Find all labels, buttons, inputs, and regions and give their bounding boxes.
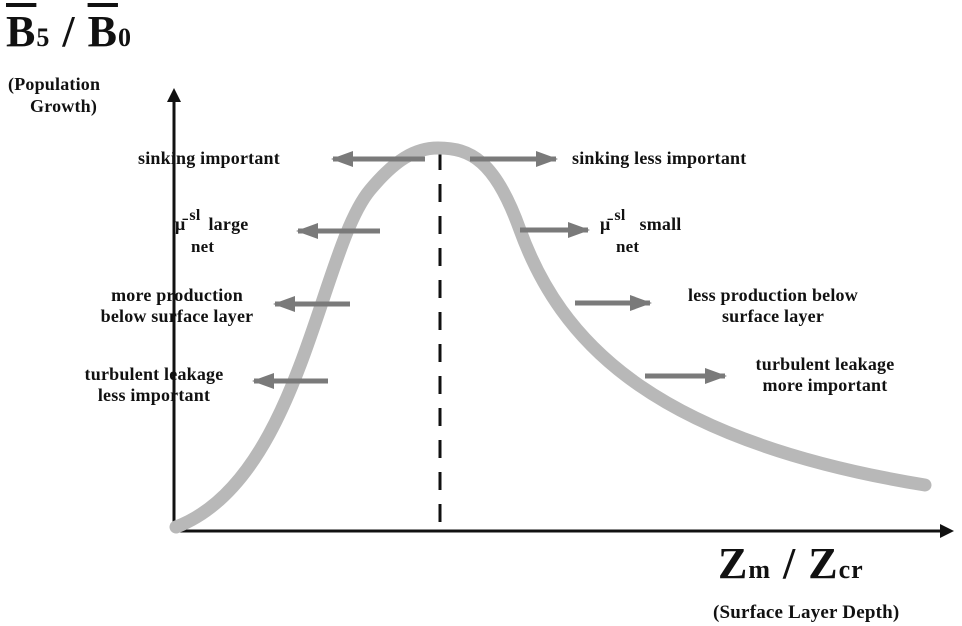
mu-word-large: large	[208, 214, 249, 234]
x-symbol-z-cr: Z	[808, 539, 839, 588]
x-symbol-separator: /	[771, 539, 809, 588]
mu-bar-symbol-right: μ̄	[600, 214, 611, 234]
growth-curve	[169, 141, 932, 534]
y-axis-label-line1: (Population	[8, 74, 101, 94]
label-more-production: more production below surface layer	[82, 285, 272, 327]
y-symbol-sub-0: 0	[117, 23, 132, 52]
more-production-line1: more production	[111, 285, 243, 305]
label-less-production: less production below surface layer	[662, 285, 884, 327]
less-production-line1: less production below	[688, 285, 858, 305]
mu-sub-net-right: net	[616, 237, 640, 256]
x-symbol-sub-cr: cr	[838, 555, 864, 584]
leakage-more-line2: more important	[762, 375, 888, 395]
x-axis-symbol: Zm / Zcr	[718, 540, 864, 594]
mu-sup-sl-left: sl	[189, 207, 201, 224]
label-sinking-less-important: sinking less important	[572, 148, 747, 168]
y-symbol-separator: /	[50, 7, 88, 56]
label-leakage-less-important: turbulent leakage less important	[64, 364, 244, 406]
more-production-line2: below surface layer	[100, 306, 254, 326]
label-sinking-important: sinking important	[138, 148, 280, 168]
x-symbol-sub-m: m	[748, 555, 772, 584]
y-symbol-b0: B	[87, 7, 118, 56]
mu-sup-sl-right: sl	[614, 207, 626, 224]
label-leakage-more-important: turbulent leakage more important	[730, 354, 920, 396]
x-symbol-z-m: Z	[718, 539, 749, 588]
leakage-less-line1: turbulent leakage	[84, 364, 224, 384]
mu-bar-symbol-left: μ̄	[175, 214, 186, 234]
leakage-more-line1: turbulent leakage	[755, 354, 895, 374]
leakage-less-line2: less important	[97, 385, 211, 405]
x-axis-label: (Surface Layer Depth)	[713, 602, 900, 623]
y-axis-label-line2: Growth)	[30, 96, 98, 116]
mu-word-small: small	[639, 214, 682, 234]
y-axis-symbol: B5 / B0	[6, 8, 132, 62]
y-symbol-b5: B	[6, 7, 37, 56]
y-symbol-sub-5: 5	[36, 23, 51, 52]
mu-sub-net-left: net	[191, 237, 215, 256]
less-production-line2: surface layer	[721, 306, 825, 326]
